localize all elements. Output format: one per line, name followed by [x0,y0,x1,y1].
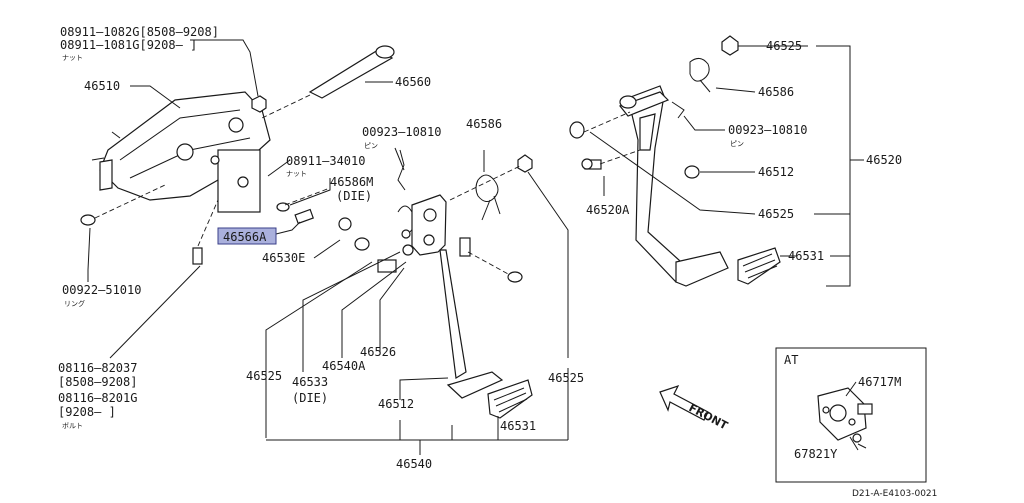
label-at: AT [784,353,798,367]
label-die-b: (DIE) [292,391,328,405]
label-46520: 46520 [866,153,902,167]
label-46533: 46533 [292,375,328,389]
right-nut-part [569,35,739,179]
stopper-pin-part [467,251,523,283]
center-spring-part [475,174,501,221]
label-46540a: 46540A [322,359,366,373]
label-bolt-jp: ボルト [62,422,83,430]
pivot-bolt-part [276,187,331,225]
label-46525-top: 46525 [766,39,802,53]
diagram-reference-code: D21-A-E4103-0021 [852,489,937,499]
label-46526: 46526 [360,345,396,359]
clutch-pedal-part [619,85,781,287]
label-46520a: 46520A [586,203,630,217]
label-8508-9208: [8508—9208] [58,375,137,389]
label-46560: 46560 [395,75,431,89]
label-08911-1082g: 08911—1082G[8508—9208] [60,25,219,39]
label-ring-jp: リング [64,299,85,308]
label-46525-right: 46525 [758,207,794,221]
label-46530e: 46530E [262,251,305,265]
pivot-pin-part [449,154,533,201]
label-08911-1081g: 08911—1081G[9208— ] [60,38,197,52]
label-00923-10810-a: 00923—10810 [362,125,441,139]
highlighted-part-46566a[interactable]: 46566A [217,227,277,245]
label-08116-8201g: 08116—8201G [58,391,137,405]
front-direction-arrow [659,384,709,421]
label-pin-jp-a: ピン [364,142,378,150]
label-08116-82037: 08116—82037 [58,361,137,375]
long-bolt-part [261,45,395,119]
label-46586-a: 46586 [466,117,502,131]
label-46512-right: 46512 [758,165,794,179]
nut-part [251,95,267,113]
at-inset-box [775,347,927,483]
leader-lines [87,39,867,455]
label-46717m: 46717M [858,375,901,389]
pedal-bracket-part [91,91,271,213]
label-67821y: 67821Y [794,447,838,461]
label-46531-right: 46531 [788,249,824,263]
label-46566a: 46566A [223,230,267,244]
label-front: FRONT [687,401,731,432]
label-08911-34010: 08911—34010 [286,154,365,168]
label-9208: [9208— ] [58,405,116,419]
washer-part [80,184,166,226]
label-nut-jp-2: ナット [286,170,307,178]
label-00923-10810-b: 00923—10810 [728,123,807,137]
label-46512-mid: 46512 [378,397,414,411]
bracket-bolt-part [192,199,219,265]
label-00922-51010: 00922—51010 [62,283,141,297]
label-46586m: 46586M [330,175,373,189]
label-46531-mid: 46531 [500,419,536,433]
brake-pedal-part [377,194,533,419]
label-nut-jp-1: ナット [62,54,83,62]
label-46540: 46540 [396,457,432,471]
label-pin-jp-b: ピン [730,140,744,148]
label-die-a: (DIE) [336,189,372,203]
highlight-box [217,227,277,245]
label-46525-left: 46525 [246,369,282,383]
label-46525-mid: 46525 [548,371,584,385]
label-46510: 46510 [84,79,120,93]
label-46586-b: 46586 [758,85,794,99]
